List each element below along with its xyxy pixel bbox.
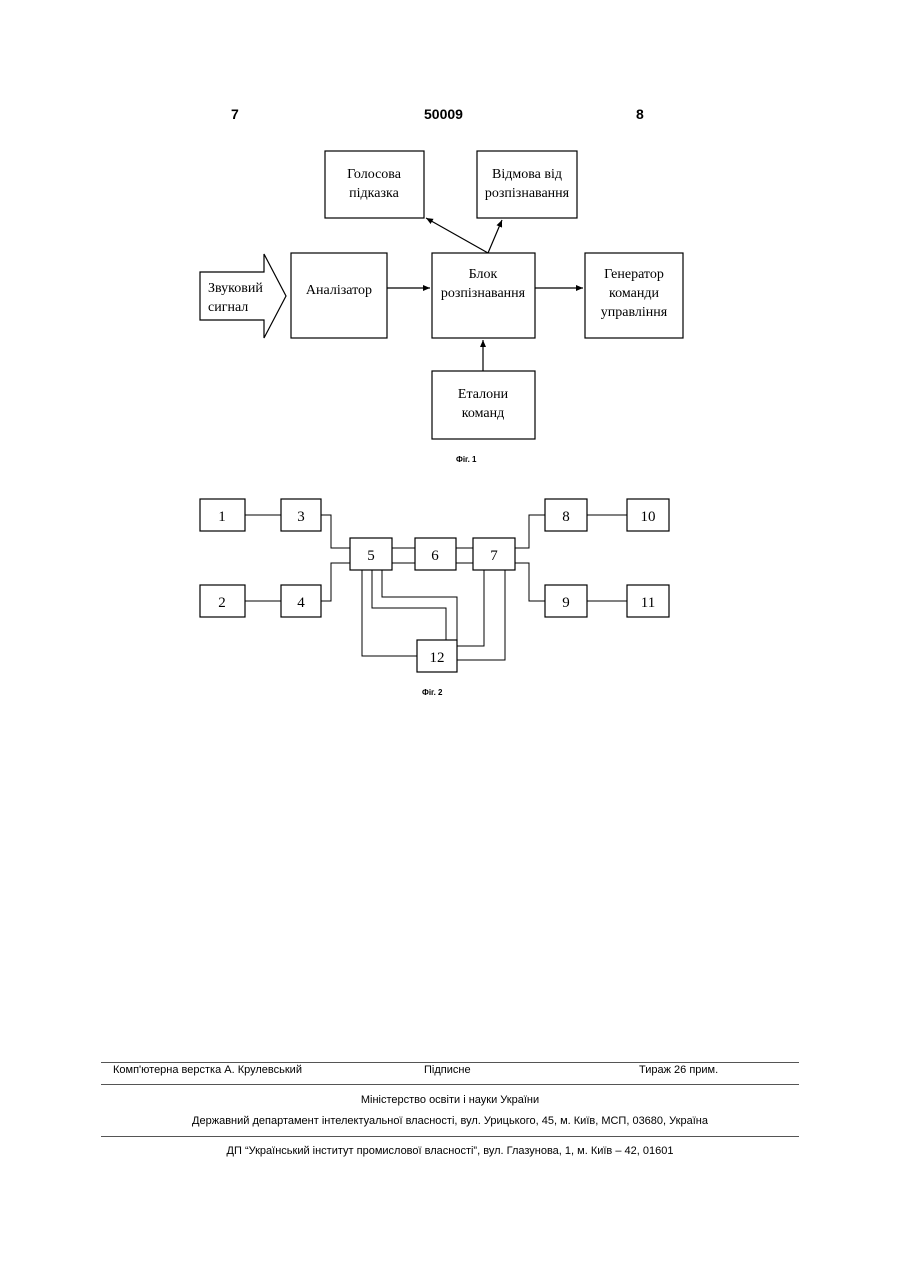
command-templates-block: [432, 371, 535, 439]
block-12-label: 12: [430, 650, 445, 666]
figure-2-caption: Фіг. 2: [422, 688, 442, 697]
block-8-label: 8: [562, 509, 570, 525]
analyzer-label: Аналізатор: [306, 283, 372, 298]
block-3-label: 3: [297, 509, 305, 525]
refusal-label-2: розпізнавання: [485, 186, 570, 201]
footer-layout-credit: Комп'ютерна верстка А. Крулевський: [113, 1064, 302, 1076]
footer-rule-middle: [101, 1084, 799, 1085]
generator-label-2: команди: [609, 286, 659, 301]
footer-rule-top: [101, 1062, 799, 1063]
voice-hint-label-2: підказка: [349, 186, 399, 201]
figure-2-diagram: 1 2 3 4 5 6 7 8 9 10 11 12: [0, 480, 901, 700]
block-2-label: 2: [218, 595, 226, 611]
block-7-label: 7: [490, 548, 498, 564]
block-5-label: 5: [367, 548, 375, 564]
footer-circulation: Тираж 26 прим.: [639, 1064, 718, 1076]
sound-signal-label-1: Звуковий: [208, 281, 263, 296]
recognition-label-1: Блок: [469, 267, 498, 282]
footer-rule-bottom: [101, 1136, 799, 1137]
generator-label-3: управління: [601, 305, 668, 320]
figure-1-caption: Фіг. 1: [456, 455, 476, 464]
block-6-label: 6: [431, 548, 439, 564]
voice-hint-block: [325, 151, 424, 218]
block-4-label: 4: [297, 595, 305, 611]
sound-signal-arrow: [200, 254, 286, 338]
block-10-label: 10: [641, 509, 656, 525]
footer-institute: ДП “Український інститут промислової вла…: [101, 1145, 799, 1157]
figure-1-diagram: Звуковий сигнал Аналізатор Блок розпізна…: [0, 0, 901, 480]
footer-department: Державний департамент інтелектуальної вл…: [101, 1115, 799, 1127]
recognition-refusal-block: [477, 151, 577, 218]
recognition-label-2: розпізнавання: [441, 286, 526, 301]
templates-label-2: команд: [462, 406, 504, 421]
voice-hint-label-1: Голосова: [347, 167, 402, 182]
block-1-label: 1: [218, 509, 226, 525]
block-11-label: 11: [641, 595, 655, 611]
refusal-label-1: Відмова від: [492, 167, 562, 182]
sound-signal-label-2: сигнал: [208, 300, 248, 315]
footer-ministry: Міністерство освіти і науки України: [101, 1094, 799, 1106]
generator-label-1: Генератор: [604, 267, 664, 282]
block-9-label: 9: [562, 595, 570, 611]
footer-signed: Підписне: [424, 1064, 471, 1076]
arrow-recognition-to-refusal: [488, 220, 502, 253]
templates-label-1: Еталони: [458, 387, 509, 402]
arrow-recognition-to-voice-hint: [426, 218, 488, 253]
